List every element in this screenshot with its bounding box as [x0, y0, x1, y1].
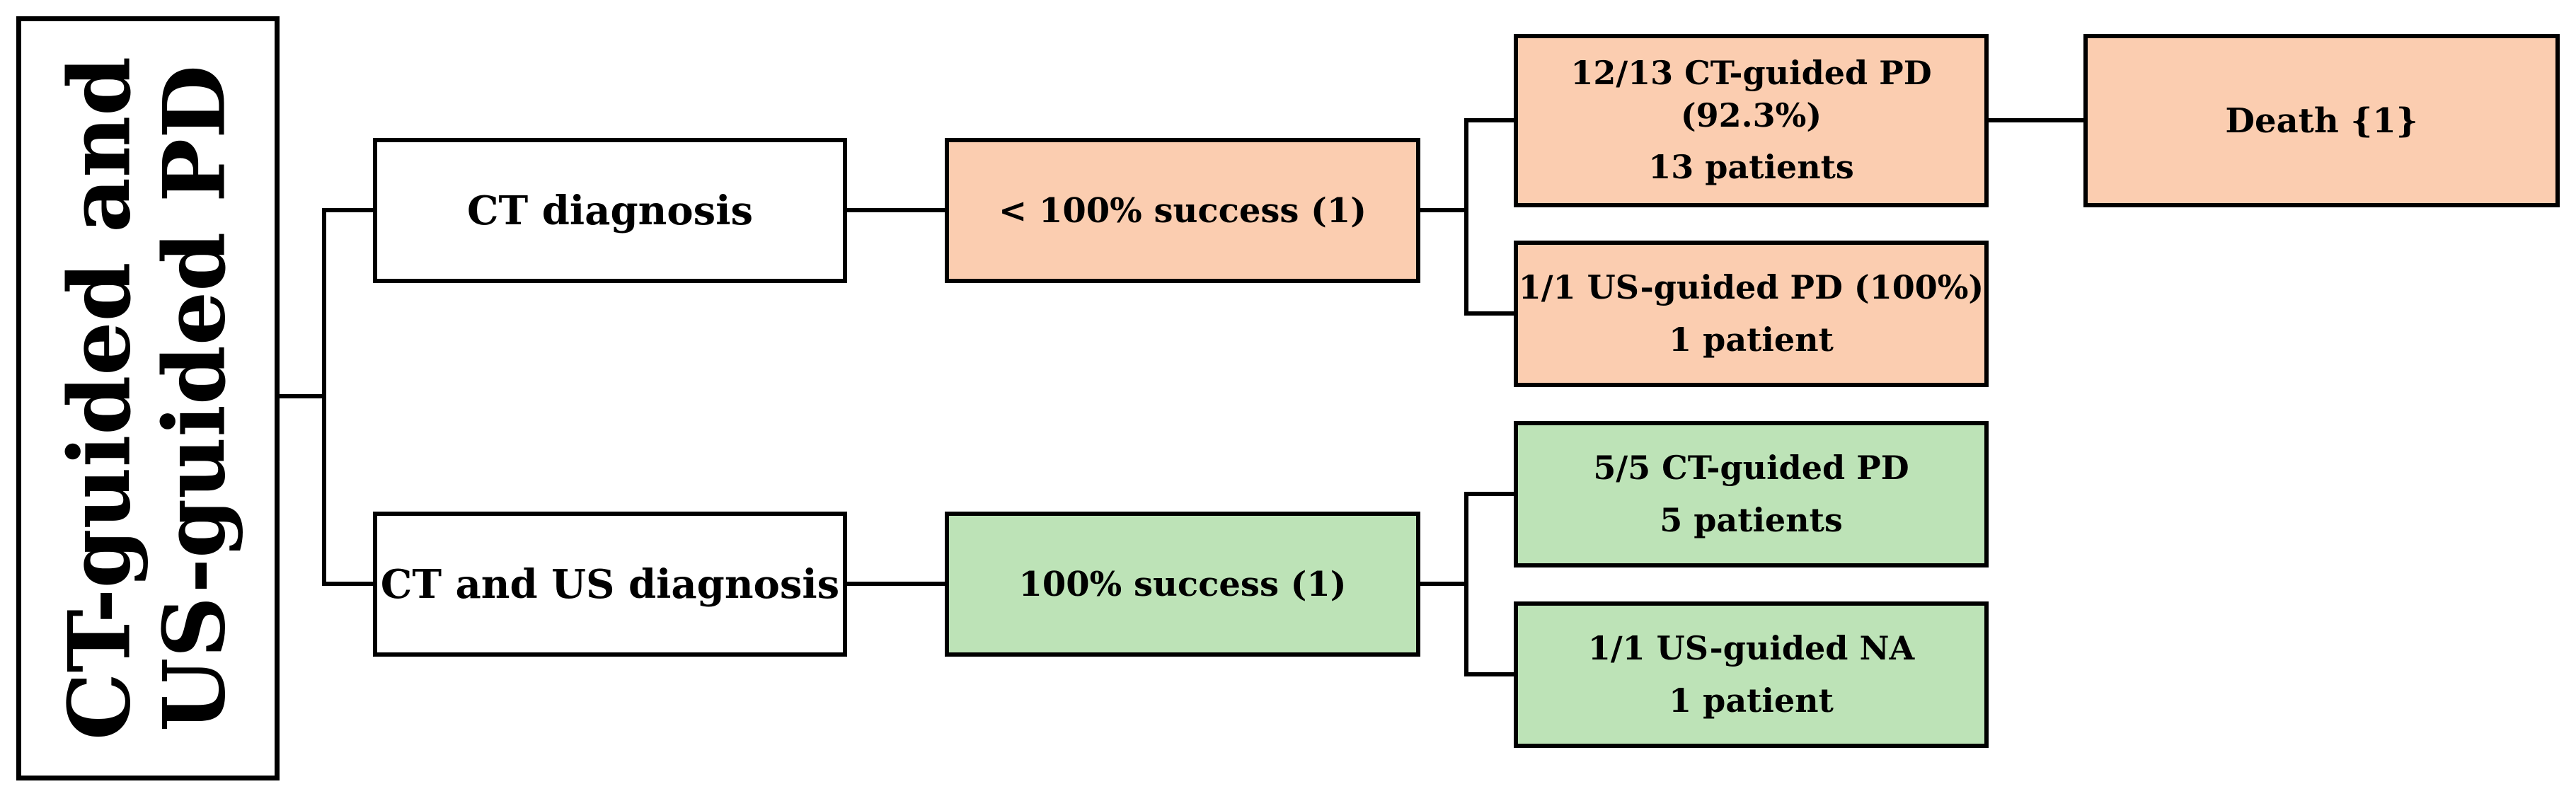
ct-guided-pd-success-node: 5/5 CT-guided PD 5 patients — [1514, 421, 1989, 567]
death-label: Death {1} — [2225, 100, 2418, 141]
ct-diagnosis-label: CT diagnosis — [466, 187, 753, 234]
ct-guided-pd-result-line1: 12/13 CT-guided PD — [1570, 53, 1932, 92]
us-guided-pd-result-line1: 1/1 US-guided PD (100%) — [1518, 267, 1984, 306]
ct-guided-pd-result-line2: (92.3%) — [1680, 96, 1822, 134]
ct-guided-pd-result-patients: 13 patients — [1648, 148, 1854, 187]
full-success-node: 100% success (1) — [945, 512, 1420, 657]
root-title: CT-guided and US-guided PD — [50, 56, 245, 741]
ct-guided-pd-result-node: 12/13 CT-guided PD (92.3%) 13 patients — [1514, 34, 1989, 207]
us-guided-na-result-node: 1/1 US-guided NA 1 patient — [1514, 601, 1989, 748]
ct-guided-pd-success-line1: 5/5 CT-guided PD — [1593, 448, 1909, 487]
us-guided-na-result-patients: 1 patient — [1669, 681, 1834, 720]
ct-guided-pd-success-patients: 5 patients — [1660, 500, 1843, 539]
partial-success-label: < 100% success (1) — [999, 190, 1367, 231]
ct-diagnosis-node: CT diagnosis — [373, 138, 847, 283]
ct-us-diagnosis-label: CT and US diagnosis — [380, 560, 840, 608]
root-title-line1: CT-guided and — [50, 56, 150, 741]
root-title-line2: US-guided PD — [145, 64, 245, 732]
us-guided-na-result-line1: 1/1 US-guided NA — [1587, 628, 1915, 667]
full-success-label: 100% success (1) — [1018, 564, 1347, 604]
us-guided-pd-result-node: 1/1 US-guided PD (100%) 1 patient — [1514, 241, 1989, 387]
partial-success-node: < 100% success (1) — [945, 138, 1420, 283]
death-node: Death {1} — [2083, 34, 2560, 207]
ct-us-diagnosis-node: CT and US diagnosis — [373, 512, 847, 657]
root-node: CT-guided and US-guided PD — [16, 16, 280, 780]
us-guided-pd-result-patients: 1 patient — [1669, 320, 1834, 359]
